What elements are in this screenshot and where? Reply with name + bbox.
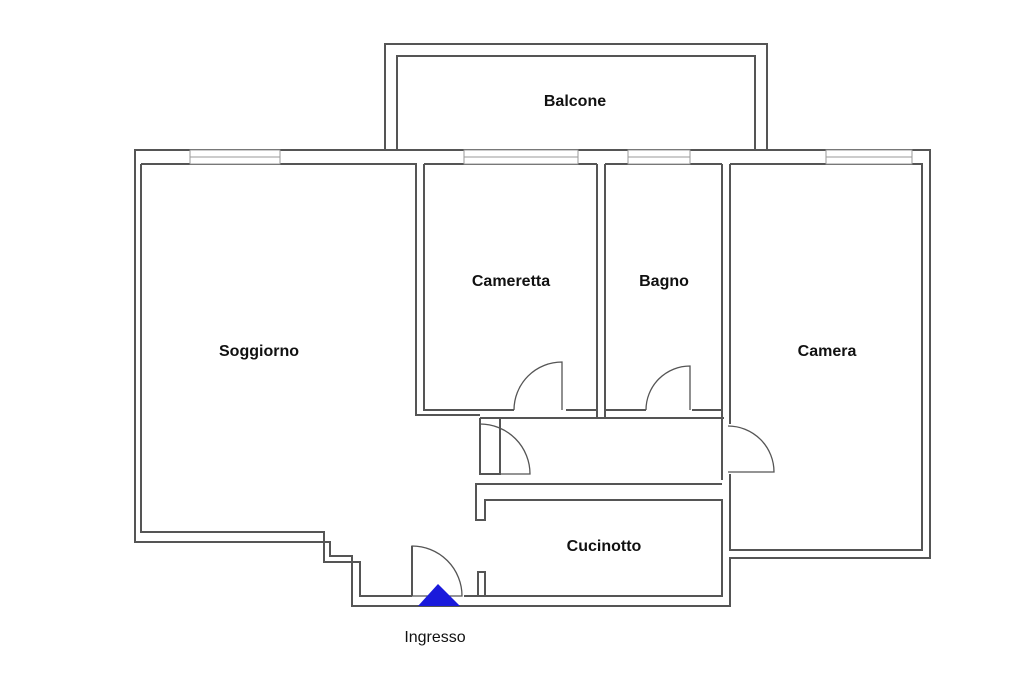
bagno-door	[645, 365, 691, 411]
windows	[189, 149, 913, 165]
room-label-cucinotto: Cucinotto	[567, 538, 642, 555]
entrance-marker	[418, 584, 460, 606]
cameretta-door	[513, 361, 563, 411]
living-door	[479, 423, 531, 475]
corridor-walls	[479, 417, 724, 475]
room-label-balcone: Balcone	[544, 93, 606, 110]
room-label-camera: Camera	[798, 343, 857, 360]
doors	[411, 361, 775, 597]
room-label-soggiorno: Soggiorno	[219, 343, 299, 360]
camera-door	[727, 425, 775, 473]
bagno-walls	[596, 163, 723, 419]
entrance-label: Ingresso	[404, 629, 465, 646]
exterior-walls	[134, 149, 931, 607]
entrance-door	[411, 545, 463, 597]
room-label-cameretta: Cameretta	[472, 273, 550, 290]
room-label-bagno: Bagno	[639, 273, 689, 290]
